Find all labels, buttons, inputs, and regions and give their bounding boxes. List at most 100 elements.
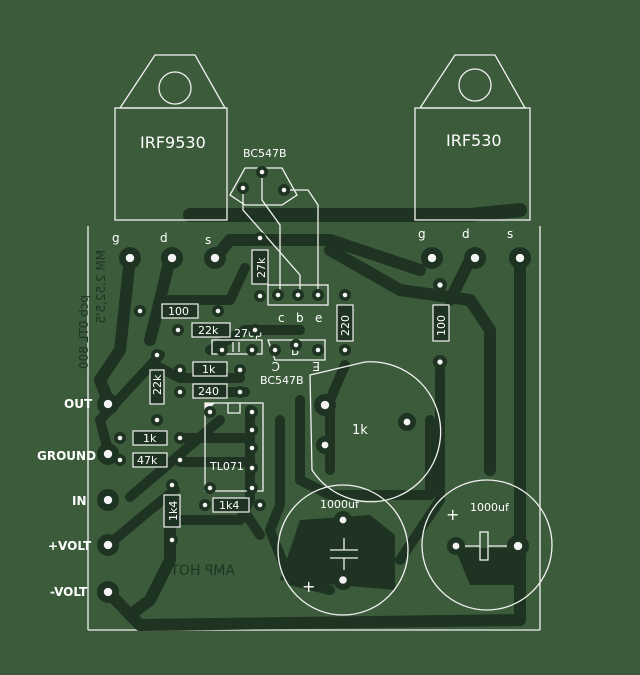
pad <box>134 305 146 317</box>
pad <box>114 454 126 466</box>
pad <box>246 462 258 474</box>
mosfet-left-pin-s: s <box>205 233 211 247</box>
label-in: IN <box>72 494 87 508</box>
pad <box>433 278 447 292</box>
label-plus-volt: +VOLT <box>48 539 92 553</box>
pad <box>174 386 186 398</box>
svg-text:1000uf: 1000uf <box>320 498 360 511</box>
svg-text:1k: 1k <box>202 363 216 376</box>
pad <box>161 247 183 269</box>
pad <box>278 184 290 196</box>
pad <box>166 534 178 546</box>
svg-text:100: 100 <box>435 315 448 336</box>
bc-bottom-pin-c: C <box>272 359 280 373</box>
mosfet-right-pin-g: g <box>418 227 426 241</box>
label-minus-volt: -VOLT <box>50 585 88 599</box>
bc-top-pin-c: c <box>278 311 285 325</box>
mosfet-right-pin-s: s <box>507 227 513 241</box>
pad <box>97 534 119 556</box>
pad <box>216 344 228 356</box>
svg-text:+: + <box>302 577 315 596</box>
svg-text:220: 220 <box>339 315 352 336</box>
mirrored-text-1: MM 2,52,5'5 <box>94 250 108 324</box>
bc-bottom-pin-b: B <box>291 344 299 358</box>
resistor-22k-h: 22k <box>191 322 231 338</box>
pad <box>97 489 119 511</box>
svg-text:47k: 47k <box>137 454 158 467</box>
pad <box>398 413 416 431</box>
pad <box>151 414 163 426</box>
pad <box>246 424 258 436</box>
pad <box>234 386 246 398</box>
pad <box>212 305 224 317</box>
pad <box>114 432 126 444</box>
bc-top-pin-b: b <box>296 311 304 325</box>
connector-labels: OUT GROUND IN +VOLT -VOLT <box>37 397 96 599</box>
pad <box>97 443 119 465</box>
mosfet-right-pin-d: d <box>462 227 470 241</box>
pad <box>246 482 258 494</box>
resistor-47k: 47k <box>132 452 168 468</box>
bc547-top: BC547B c b e <box>229 147 329 325</box>
mirrored-text-2: pcb 0TL 800 <box>77 295 91 369</box>
mosfet-left-pin-g: g <box>112 231 120 245</box>
potentiometer-1k: 1k <box>309 361 442 503</box>
capacitor-1000uf-right: 1000uf + <box>421 479 553 611</box>
resistor-1k4-h: 1k4 <box>212 497 250 513</box>
pad <box>199 499 211 511</box>
capacitor-1000uf-left: 1000uf + <box>277 484 409 616</box>
pad <box>254 499 266 511</box>
ground-pour-right <box>455 548 520 585</box>
bc-bottom-pin-e: E <box>312 359 320 373</box>
pad <box>272 289 284 301</box>
svg-text:22k: 22k <box>198 324 219 337</box>
svg-text:27k: 27k <box>255 257 268 278</box>
resistor-1k-b: 1k <box>132 430 168 446</box>
pad <box>312 289 324 301</box>
pads <box>97 166 531 603</box>
bc-top-pin-e: e <box>315 311 322 325</box>
pad <box>509 247 531 269</box>
pad <box>290 339 302 351</box>
resistor-22k-v: 22k <box>149 369 165 405</box>
pad <box>204 406 216 418</box>
pad <box>312 344 324 356</box>
resistor-240: 240 <box>192 383 228 399</box>
svg-text:100: 100 <box>168 305 189 318</box>
svg-text:1k: 1k <box>352 423 368 438</box>
pad <box>269 344 281 356</box>
svg-text:240: 240 <box>198 385 219 398</box>
svg-text:1k4: 1k4 <box>167 501 180 521</box>
pad <box>97 581 119 603</box>
bc547-top-label: BC547B <box>243 147 287 160</box>
pad <box>316 436 334 454</box>
bc547-bottom-label: BC547B <box>260 374 304 387</box>
label-out: OUT <box>64 397 93 411</box>
pad <box>333 570 353 590</box>
pad <box>151 349 163 361</box>
pad <box>119 247 141 269</box>
pad <box>166 479 178 491</box>
pad <box>174 432 186 444</box>
resistor-100-right: 100 <box>432 304 450 342</box>
pad <box>97 393 119 415</box>
mosfet-right-label: IRF530 <box>446 131 502 150</box>
pad <box>334 511 352 529</box>
mosfet-left: IRF9530 g d s <box>112 54 228 247</box>
pad <box>464 247 486 269</box>
pad <box>314 394 336 416</box>
mirrored-text-brand: AMP HOT <box>170 563 235 579</box>
pad <box>174 454 186 466</box>
mosfet-right: IRF530 g d s <box>414 54 531 241</box>
mosfet-left-label: IRF9530 <box>140 133 206 152</box>
resistor-220: 220 <box>336 304 354 342</box>
pad <box>204 482 216 494</box>
pad <box>339 289 351 301</box>
pad <box>174 364 186 376</box>
ground-pour-left <box>280 515 395 590</box>
pad <box>246 406 258 418</box>
resistor-1k4-v: 1k4 <box>163 494 181 528</box>
pad <box>246 344 258 356</box>
